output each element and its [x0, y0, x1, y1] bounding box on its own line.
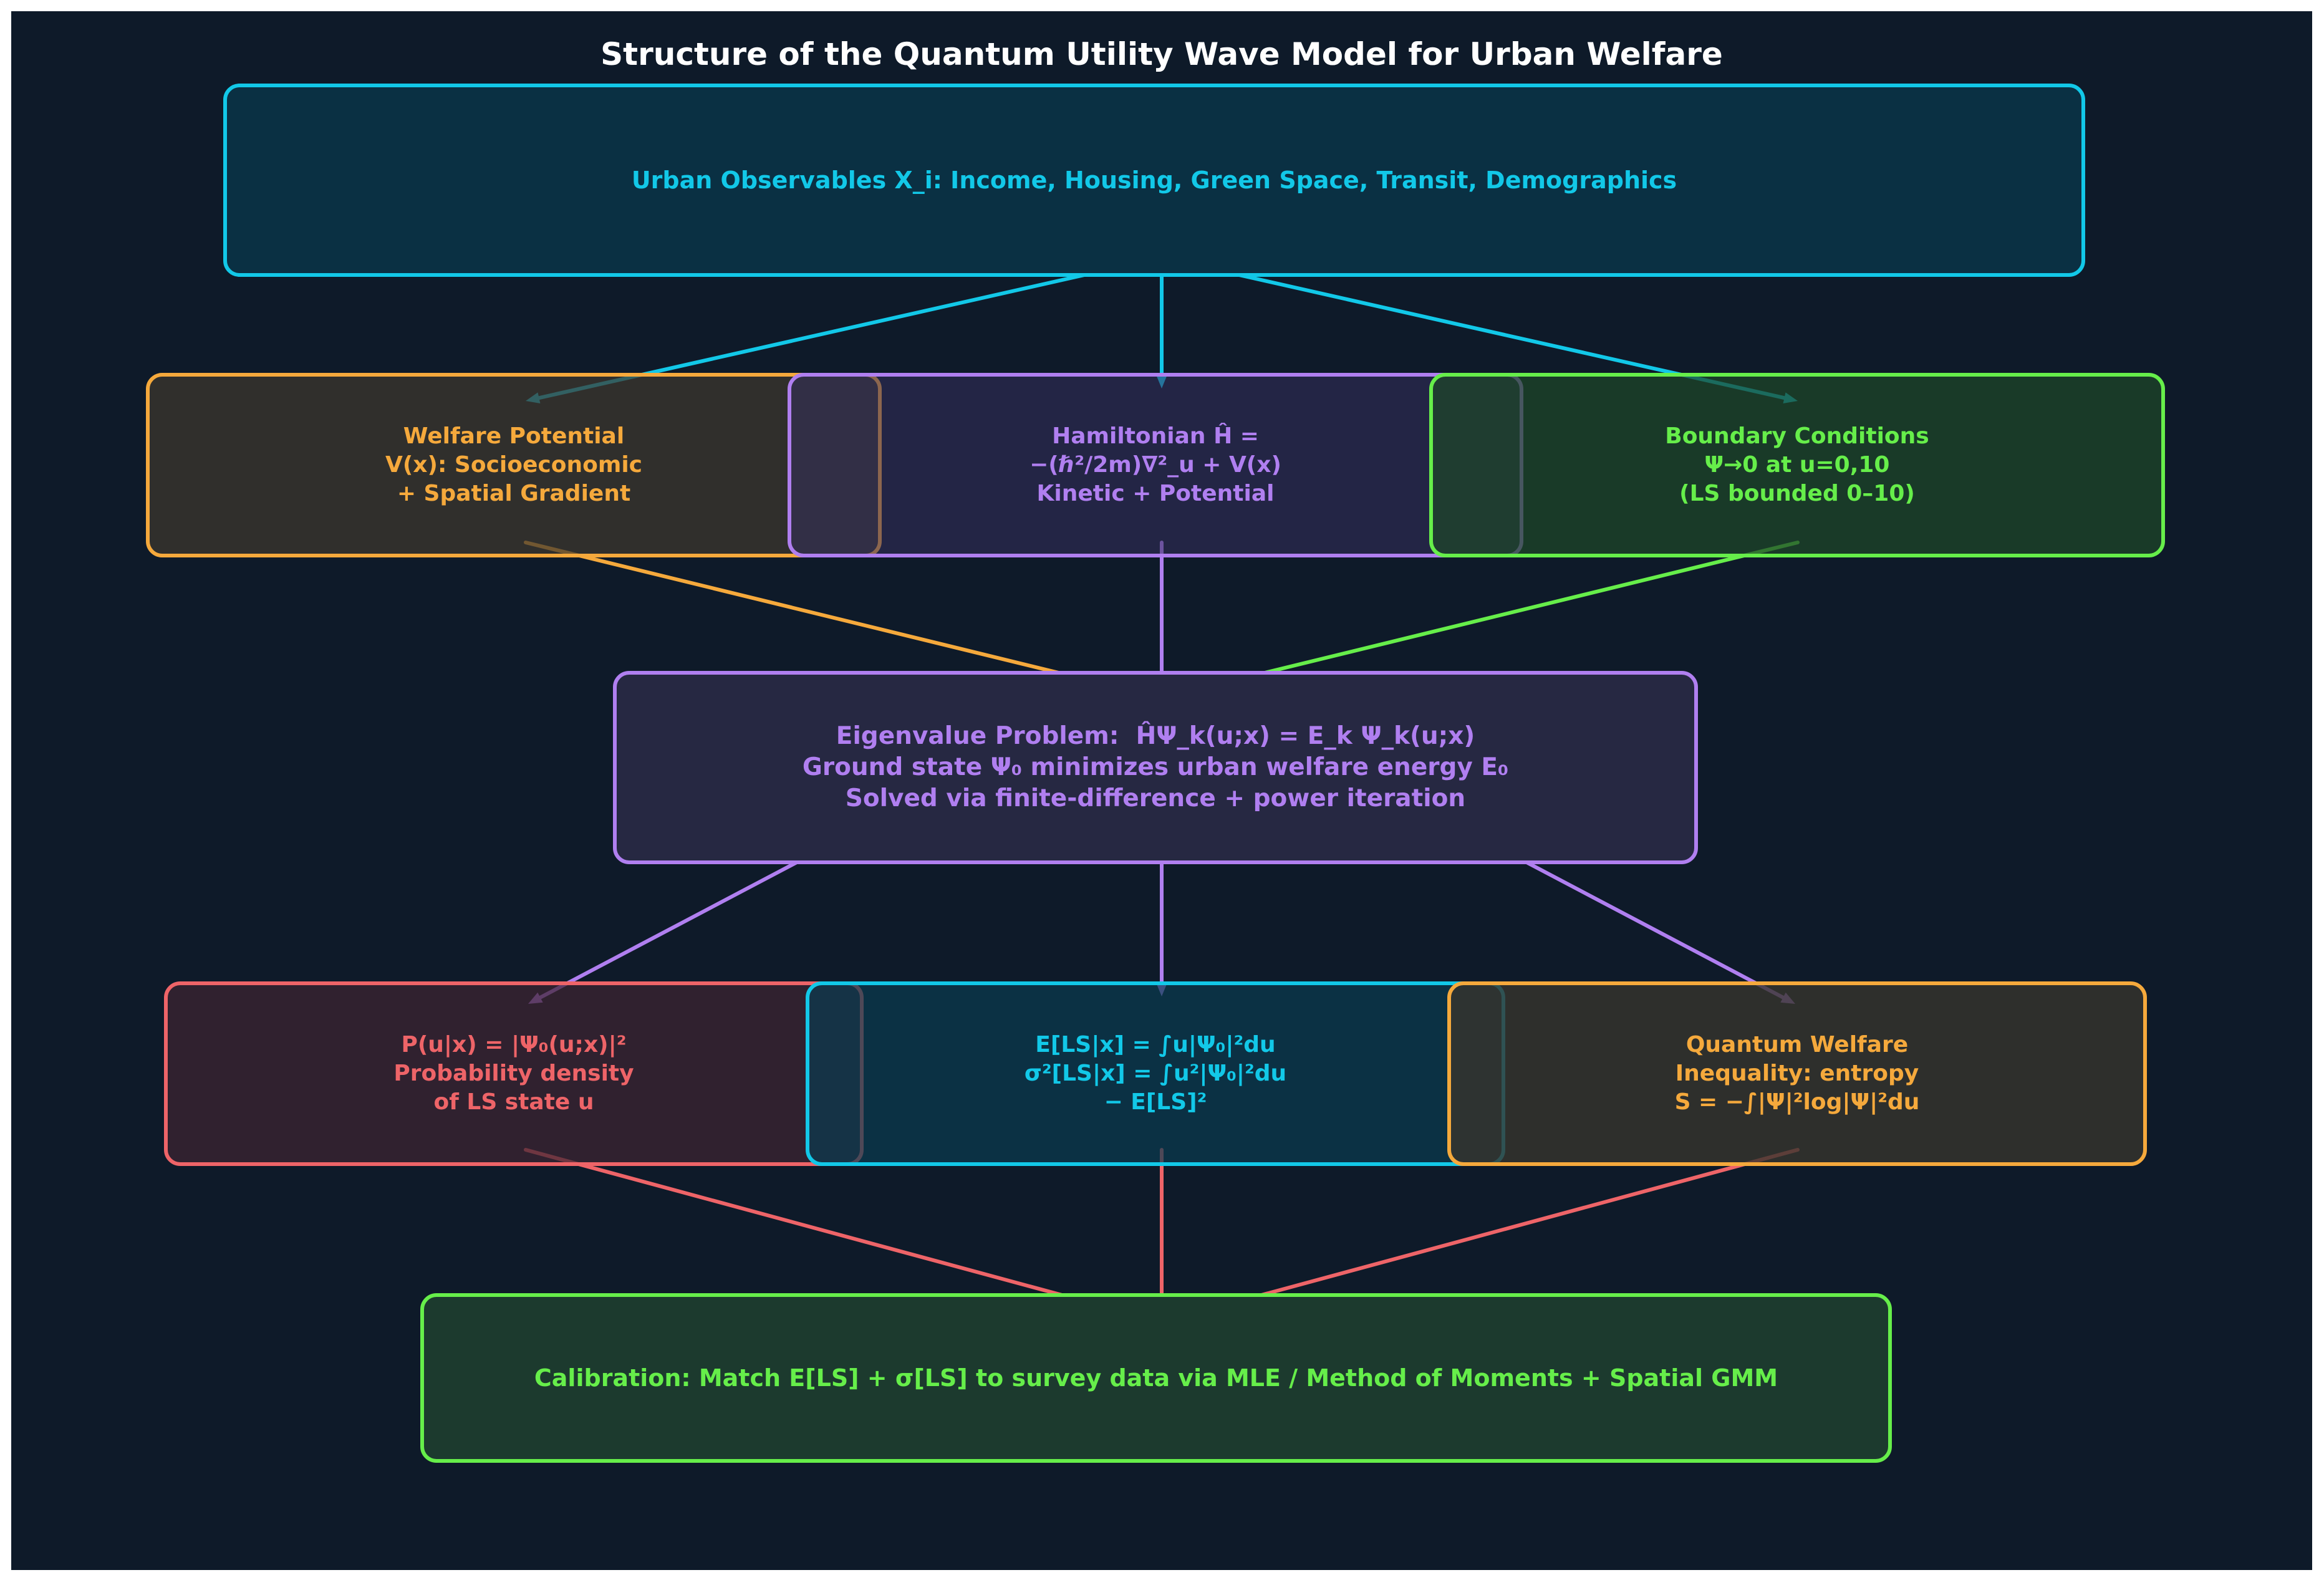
inequality-text: Quantum Welfare Inequality: entropy S = …	[1674, 1031, 1920, 1115]
boundary-text: Boundary Conditions Ψ→0 at u=0,10 (LS bo…	[1665, 423, 1929, 507]
observables-text: Urban Observables X_i: Income, Housing, …	[631, 166, 1677, 194]
inequality-box: Quantum Welfare Inequality: entropy S = …	[1447, 981, 2147, 1166]
calibration-box: Calibration: Match E[LS] + σ[LS] to surv…	[420, 1293, 1892, 1463]
arrow-eigen-to-inequality	[1493, 844, 1795, 1004]
probability-box: P(u|x) = |Ψ₀(u;x)|² Probability density …	[164, 981, 864, 1166]
hamiltonian-text: Hamiltonian Ĥ = −(ℏ²/2m)∇²_u + V(x) Kine…	[1029, 423, 1281, 507]
arrow-obs-to-hamiltonian	[1156, 256, 1167, 388]
hamiltonian-box: Hamiltonian Ĥ = −(ℏ²/2m)∇²_u + V(x) Kine…	[788, 373, 1523, 557]
arrow-eigen-to-moments	[1156, 844, 1167, 996]
calibration-text: Calibration: Match E[LS] + σ[LS] to surv…	[534, 1364, 1778, 1392]
moments-box: E[LS|x] = ∫u|Ψ₀|²du σ²[LS|x] = ∫u²|Ψ₀|²d…	[806, 981, 1505, 1166]
welfare-potential-text: Welfare Potential V(x): Socioeconomic + …	[385, 423, 643, 507]
observables-box: Urban Observables X_i: Income, Housing, …	[223, 84, 2085, 277]
diagram-title: Structure of the Quantum Utility Wave Mo…	[600, 36, 1723, 72]
eigenvalue-text: Eigenvalue Problem: ĤΨ_k(u;x) = E_k Ψ_k(…	[802, 722, 1509, 812]
arrow-moments-to-calib	[1156, 1148, 1167, 1313]
arrow-eigen-to-probability	[528, 844, 831, 1004]
probability-text: P(u|x) = |Ψ₀(u;x)|² Probability density …	[393, 1031, 634, 1115]
welfare-potential-box: Welfare Potential V(x): Socioeconomic + …	[146, 373, 882, 557]
arrow-hamiltonian-to-eigen	[1156, 541, 1167, 686]
moments-text: E[LS|x] = ∫u|Ψ₀|²du σ²[LS|x] = ∫u²|Ψ₀|²d…	[1024, 1031, 1287, 1115]
eigenvalue-box: Eigenvalue Problem: ĤΨ_k(u;x) = E_k Ψ_k(…	[613, 671, 1698, 864]
diagram-canvas: Structure of the Quantum Utility Wave Mo…	[11, 11, 2312, 1570]
boundary-box: Boundary Conditions Ψ→0 at u=0,10 (LS bo…	[1429, 373, 2165, 557]
